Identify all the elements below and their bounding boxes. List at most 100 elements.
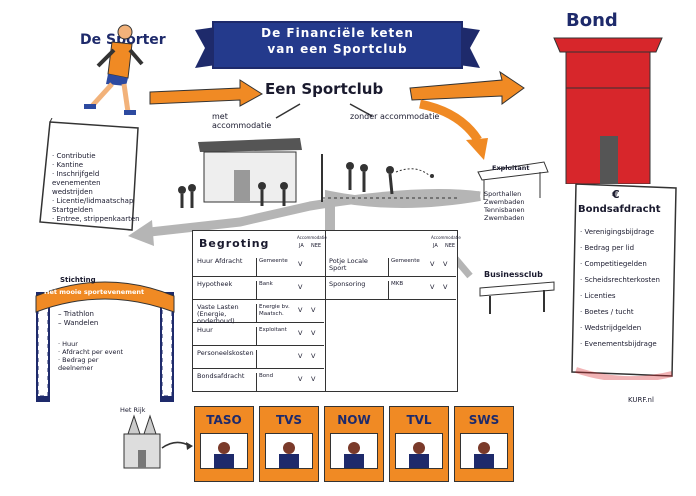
list-item: · Afdracht per event: [58, 348, 124, 356]
runner-figure: [84, 24, 144, 115]
list-item: · Verenigingsbijdrage: [580, 228, 655, 236]
booth-person-body: [409, 454, 429, 468]
budget-row-party: MKB: [388, 281, 429, 299]
bond-title: Bond: [566, 10, 618, 31]
list-item: – Wandelen: [58, 319, 99, 327]
list-item: · Entree, strippenkaarten: [52, 215, 140, 223]
budget-row-nee: V: [311, 375, 316, 383]
list-item: Sporthallen: [484, 190, 522, 198]
booth-label: SWS: [468, 413, 500, 427]
booth-window: [200, 433, 248, 469]
budget-title: Begroting: [199, 237, 270, 250]
budget-row-ja: V: [298, 352, 303, 360]
banner-line-2: van een Sportclub: [267, 42, 408, 56]
stichting-subtitle: Het mooie sportevenement: [44, 288, 145, 296]
booth: TVS: [259, 406, 319, 482]
list-item: · Competitiegelden: [580, 260, 647, 268]
sporter-list: · Contributie · Kantine · Inschrijfgeld …: [52, 152, 142, 224]
exploitant-building: [477, 161, 549, 200]
booth: TASO: [194, 406, 254, 482]
stichting-title: Stichting: [60, 276, 96, 284]
booth-person-icon: [283, 442, 295, 454]
booth-person-body: [279, 454, 299, 468]
budget-ja-right: JA: [433, 243, 438, 249]
budget-row-ja: V: [298, 329, 303, 337]
budget-row-party: Bond: [256, 373, 297, 391]
budget-left: Begroting Accommodatie JA NEE: [193, 231, 327, 391]
club-without-accommodation: zonder accommodatie: [350, 112, 440, 121]
booth-person-icon: [218, 442, 230, 454]
budget-nee-right: NEE: [445, 243, 456, 249]
budget-row-party: Bank: [256, 281, 297, 299]
rijk-arrow: [161, 441, 193, 450]
title-banner: [195, 21, 480, 69]
booth-person-body: [474, 454, 494, 468]
budget-board: Begroting Accommodatie JA NEE Accommodat…: [192, 230, 461, 392]
list-item: · Bedrag per deelnemer: [58, 356, 99, 372]
booth-person-icon: [478, 442, 490, 454]
booth-label: TVS: [275, 413, 303, 427]
booth-label: TVL: [406, 413, 432, 427]
booth-window: [330, 433, 378, 469]
budget-row-ja: V: [298, 375, 303, 383]
booth-window: [265, 433, 313, 469]
list-item: – Triathlon: [58, 310, 94, 318]
booth-window: [395, 433, 443, 469]
budget-row-label: Personeelskosten: [197, 349, 254, 357]
budget-row-nee: V: [311, 329, 316, 337]
list-item: · Huur: [58, 340, 78, 348]
bondsafdracht-title: Bondsafdracht: [578, 204, 661, 215]
booth-person-icon: [348, 442, 360, 454]
bond-tower: [553, 37, 663, 184]
budget-row-nee: V: [443, 260, 448, 268]
budget-row-party: Exploitant: [256, 327, 297, 345]
budget-row-label: Potje Locale Sport: [329, 257, 368, 272]
budget-row-label: Sponsoring: [329, 280, 366, 288]
list-item: · Kantine: [52, 161, 84, 169]
list-item: · Licentie/lidmaatschap Startgelden: [52, 197, 134, 214]
budget-row: Vaste Lasten (Energie, onderhoud)Energie…: [192, 300, 324, 325]
bond-list: · Verenigingsbijdrage · Bedrag per lid ·…: [580, 224, 676, 352]
list-item: · Scheidsrechterkosten: [580, 276, 660, 284]
booth: TVL: [389, 406, 449, 482]
sporter-title: De Sporter: [80, 32, 166, 48]
budget-row-ja: V: [430, 283, 435, 291]
bond-note-paper: [571, 183, 677, 380]
clubhouse-drawing: [178, 138, 302, 208]
budget-row-ja: V: [298, 260, 303, 268]
budget-col-header-left: Accommodatie: [297, 235, 327, 240]
businessclub-table: [479, 281, 555, 314]
budget-row-ja: V: [298, 283, 303, 291]
rijk-label: Het Rijk: [120, 406, 146, 414]
booth: NOW: [324, 406, 384, 482]
budget-row-ja: V: [298, 306, 303, 314]
budget-row-party: Gemeente: [388, 258, 429, 276]
credit: KURF.nl: [628, 396, 654, 404]
budget-row-party: [256, 350, 297, 368]
club-title: Een Sportclub: [265, 80, 384, 98]
list-item: · Evenementsbijdrage: [580, 340, 657, 348]
booth-label: TASO: [206, 413, 242, 427]
budget-row-nee: V: [311, 306, 316, 314]
list-item: Zwembaden: [484, 214, 525, 222]
budget-col-header-right: Accommodatie: [431, 235, 461, 240]
rijk-building-icon: [123, 414, 161, 469]
stichting-events: – Triathlon – Wandelen: [58, 310, 98, 328]
banner-title: De Financiële keten van een Sportclub: [215, 25, 460, 57]
exploitant-title: Exploitant: [492, 164, 530, 172]
booth-person-icon: [413, 442, 425, 454]
booth: SWS: [454, 406, 514, 482]
list-item: · Bedrag per lid: [580, 244, 635, 252]
budget-row-label: Bondsafdracht: [197, 372, 245, 380]
list-item: · Boetes / tucht: [580, 308, 634, 316]
businessclub-label: Businessclub: [484, 270, 543, 279]
booth-window: [460, 433, 508, 469]
budget-row-nee: V: [311, 352, 316, 360]
budget-nee-left: NEE: [311, 243, 322, 249]
